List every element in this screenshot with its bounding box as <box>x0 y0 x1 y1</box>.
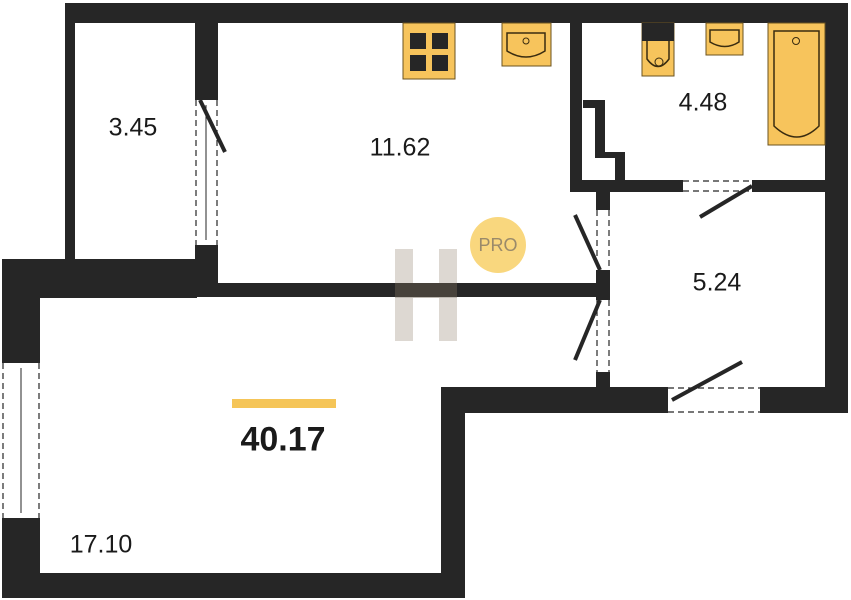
room-area-loggia: 3.45 <box>108 113 158 142</box>
kitchen-fixtures <box>402 22 552 80</box>
bathroom-fixtures <box>641 22 826 146</box>
total-area-accent-bar <box>232 399 336 408</box>
room-area-hallway: 5.24 <box>692 268 742 297</box>
watermark-logo <box>395 249 457 341</box>
room-area-kitchen: 11.62 <box>369 133 431 162</box>
pro-badge: PRO <box>470 217 526 273</box>
room-area-bathroom: 4.48 <box>678 88 728 117</box>
door-leaves <box>20 99 754 513</box>
room-area-living-room: 17.10 <box>69 530 133 559</box>
openings <box>2 100 760 518</box>
total-area: 40.17 <box>240 420 326 459</box>
walls <box>2 3 848 598</box>
